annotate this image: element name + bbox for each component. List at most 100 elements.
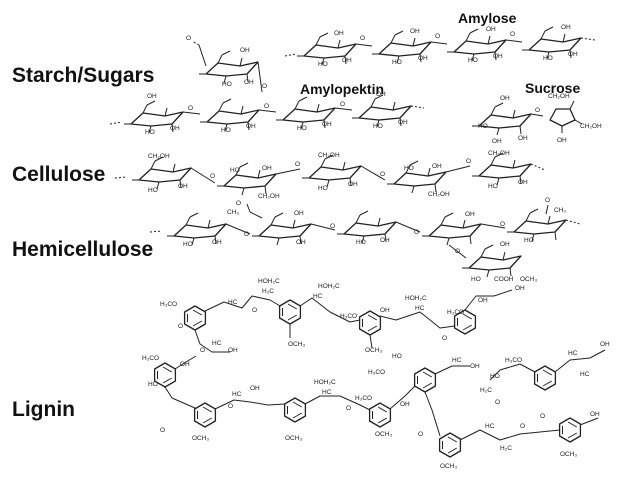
svg-text:HC: HC xyxy=(212,340,222,347)
svg-text:O: O xyxy=(188,105,193,112)
svg-text:O: O xyxy=(236,200,241,207)
svg-text:H₃CO: H₃CO xyxy=(142,355,159,362)
svg-text:CH₂OH: CH₂OH xyxy=(548,93,570,100)
svg-text:OH: OH xyxy=(470,363,480,370)
svg-text:OH: OH xyxy=(478,297,488,304)
svg-text:HO: HO xyxy=(471,276,481,283)
svg-text:OCH₃: OCH₃ xyxy=(560,451,577,458)
svg-text:OH: OH xyxy=(557,137,567,144)
svg-text:OH: OH xyxy=(518,179,528,186)
svg-text:OH: OH xyxy=(398,119,408,126)
svg-text:OCH₃: OCH₃ xyxy=(365,347,382,354)
svg-text:OH: OH xyxy=(250,385,260,392)
sucrose-label: Sucrose xyxy=(525,80,581,96)
svg-text:HO: HO xyxy=(468,57,478,64)
svg-text:OH: OH xyxy=(465,211,475,218)
cellulose-label: Cellulose xyxy=(12,163,106,186)
svg-text:O: O xyxy=(228,403,233,410)
svg-text:O: O xyxy=(545,197,550,204)
svg-text:OH: OH xyxy=(322,121,332,128)
svg-text:OCH₃: OCH₃ xyxy=(192,435,209,442)
svg-text:O: O xyxy=(262,83,267,90)
svg-text:HC: HC xyxy=(415,305,425,312)
svg-text:CH₂OH: CH₂OH xyxy=(488,150,510,157)
svg-text:OH: OH xyxy=(334,30,344,37)
svg-text:OH: OH xyxy=(590,411,600,418)
hemicellulose-chain: O CH₃ O CH₃ O OH HO COOH OCH₃ HO OH O OH… xyxy=(149,197,581,283)
svg-text:HC: HC xyxy=(568,350,578,357)
svg-text:OH: OH xyxy=(296,239,306,246)
svg-text:O: O xyxy=(442,335,447,342)
svg-text:O: O xyxy=(380,171,385,178)
svg-text:HO: HO xyxy=(222,81,232,88)
lignin-network: H₃CO O HOH₂C H₂C HC O OCH₃ HOH₂C HC H₃CO… xyxy=(142,278,610,470)
svg-text:H₂C: H₂C xyxy=(262,288,274,295)
svg-text:HO: HO xyxy=(148,187,158,194)
svg-text:O: O xyxy=(455,248,460,255)
svg-text:OCH₃: OCH₃ xyxy=(288,341,305,348)
svg-text:OH: OH xyxy=(418,55,428,62)
svg-text:OH: OH xyxy=(342,57,352,64)
svg-text:OH: OH xyxy=(244,79,254,86)
svg-text:HOH₂C: HOH₂C xyxy=(405,295,427,302)
svg-text:OH: OH xyxy=(432,163,442,170)
svg-text:HC: HC xyxy=(313,293,323,300)
svg-text:HO: HO xyxy=(221,127,231,134)
svg-text:O: O xyxy=(495,399,500,406)
svg-text:O: O xyxy=(252,307,257,314)
svg-text:O: O xyxy=(244,231,249,238)
svg-text:O: O xyxy=(520,423,525,430)
svg-text:HO: HO xyxy=(490,373,500,380)
svg-text:HO: HO xyxy=(373,123,383,130)
svg-text:HO: HO xyxy=(392,59,402,66)
amylopektin-label: Amylopektin xyxy=(300,81,385,97)
svg-text:OH: OH xyxy=(262,165,272,172)
svg-text:OH: OH xyxy=(212,239,222,246)
svg-text:CH₂OH: CH₂OH xyxy=(580,123,602,130)
svg-text:OH: OH xyxy=(147,93,157,100)
svg-text:HO: HO xyxy=(297,125,307,132)
sucrose-molecule: OH HO OH OH O CH₂OH CH₂OH OH xyxy=(471,93,602,145)
svg-text:OH: OH xyxy=(376,91,386,98)
svg-text:HC: HC xyxy=(228,299,238,306)
svg-text:HC: HC xyxy=(452,357,462,364)
svg-text:OCH₃: OCH₃ xyxy=(520,276,537,283)
svg-text:OH: OH xyxy=(515,285,525,292)
svg-text:H₃CO: H₃CO xyxy=(340,313,357,320)
svg-text:O: O xyxy=(466,158,471,165)
svg-text:OH: OH xyxy=(246,123,256,130)
svg-text:HC: HC xyxy=(485,423,495,430)
svg-text:OH: OH xyxy=(500,241,510,248)
svg-text:OH: OH xyxy=(492,138,502,145)
svg-text:O: O xyxy=(535,107,540,114)
svg-text:HO: HO xyxy=(148,381,158,388)
svg-text:OH: OH xyxy=(294,210,304,217)
svg-text:OH: OH xyxy=(380,237,390,244)
amylopektin-chain: O OH HO OH O OH HO OH HO OH HO OH OH HO … xyxy=(109,35,425,136)
svg-text:CH₂OH: CH₂OH xyxy=(318,152,340,159)
svg-text:HO: HO xyxy=(392,353,402,360)
svg-text:O: O xyxy=(540,413,545,420)
svg-text:CH₂OH: CH₂OH xyxy=(258,193,280,200)
svg-text:OCH₃: OCH₃ xyxy=(375,431,392,438)
svg-text:H₃CO: H₃CO xyxy=(447,309,464,316)
svg-text:O: O xyxy=(200,347,205,354)
lignin-label: Lignin xyxy=(12,398,75,421)
svg-text:HO: HO xyxy=(488,183,498,190)
svg-text:O: O xyxy=(418,431,423,438)
svg-text:HO: HO xyxy=(145,129,155,136)
svg-text:O: O xyxy=(435,33,440,40)
svg-text:HO: HO xyxy=(230,167,240,174)
amylose-label: Amylose xyxy=(458,10,517,26)
svg-text:O: O xyxy=(500,221,505,228)
svg-text:HC: HC xyxy=(322,389,332,396)
svg-text:OH: OH xyxy=(561,24,571,31)
svg-text:OH: OH xyxy=(493,53,503,60)
svg-text:OH: OH xyxy=(180,361,190,368)
svg-text:O: O xyxy=(264,103,269,110)
svg-text:OH: OH xyxy=(486,26,496,33)
svg-text:CH₃: CH₃ xyxy=(227,209,239,216)
svg-text:O: O xyxy=(330,223,335,230)
svg-text:OH: OH xyxy=(568,51,578,58)
svg-text:COOH: COOH xyxy=(494,276,514,283)
